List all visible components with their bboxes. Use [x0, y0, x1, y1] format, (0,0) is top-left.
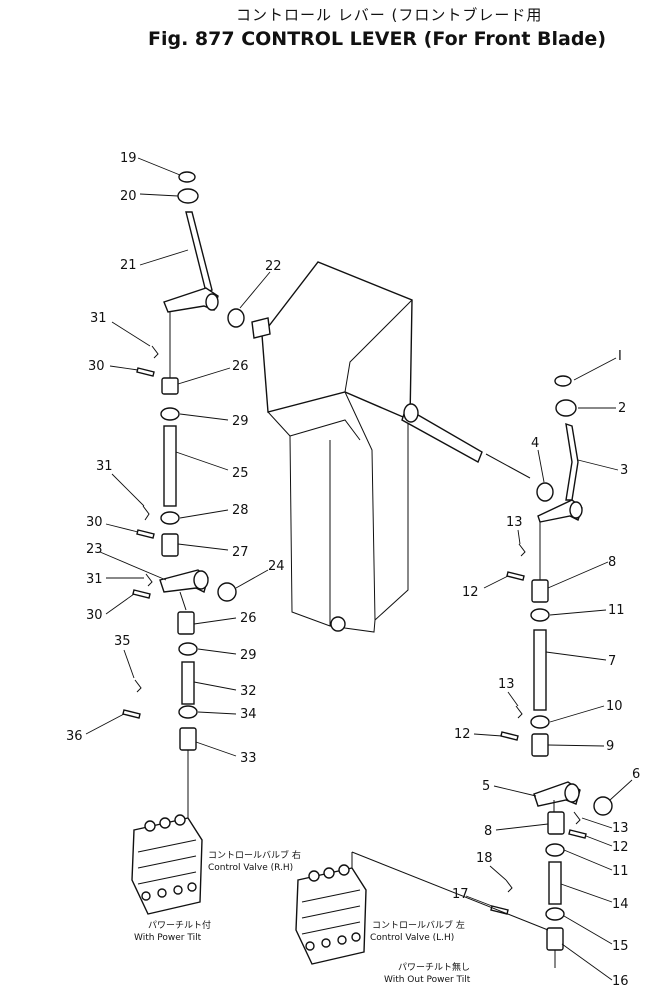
callout-13: 13 [498, 677, 515, 692]
without-power-tilt-en: With Out Power Tilt [384, 975, 471, 985]
callout-19: 19 [120, 151, 137, 166]
callout-35: 35 [114, 634, 131, 649]
callout-16: 16 [612, 974, 629, 988]
callout-34: 34 [240, 707, 257, 722]
callout-5: 5 [482, 779, 490, 794]
callout-28: 28 [232, 503, 249, 518]
valve-text-labels: コントロールバルブ 右 Control Valve (R.H) パワーチルト付 … [134, 849, 471, 985]
console-housing [251, 261, 531, 633]
callout-23: 23 [86, 542, 103, 557]
callout-20: 20 [120, 189, 137, 204]
callout-30: 30 [86, 608, 103, 623]
callout-8: 8 [608, 555, 616, 570]
callout-18: 18 [476, 851, 493, 866]
callout-15: 15 [612, 939, 629, 954]
callout-labels: 19 20 21 22 31 30 26 29 25 31 28 30 27 2… [66, 151, 640, 988]
valve-lh-label-en: Control Valve (L.H) [370, 933, 454, 943]
callout-31: 31 [86, 572, 103, 587]
callout-1: I [618, 349, 622, 364]
with-power-tilt-en: With Power Tilt [134, 933, 202, 943]
callout-8: 8 [484, 824, 492, 839]
callout-10: 10 [606, 699, 623, 714]
callout-30: 30 [86, 515, 103, 530]
callout-36: 36 [66, 729, 83, 744]
callout-29: 29 [232, 414, 249, 429]
callout-27: 27 [232, 545, 249, 560]
callout-12: 12 [462, 585, 479, 600]
callout-9: 9 [606, 739, 614, 754]
callout-24: 24 [268, 559, 285, 574]
control-valve-rh [131, 814, 203, 915]
without-power-tilt-jp: パワーチルト無し [398, 961, 470, 973]
valve-lh-label-jp: コントロールバルブ 左 [372, 919, 465, 931]
leader-lines [85, 157, 633, 981]
left-lever-assembly [122, 171, 245, 820]
control-valve-lh [295, 851, 549, 965]
callout-3: 3 [620, 463, 628, 478]
callout-25: 25 [232, 466, 249, 481]
callout-26: 26 [240, 611, 257, 626]
callout-4: 4 [531, 436, 539, 451]
callout-30: 30 [88, 359, 105, 374]
callout-13: 13 [612, 821, 629, 836]
callout-21: 21 [120, 258, 137, 273]
callout-32: 32 [240, 684, 257, 699]
callout-11: 11 [608, 603, 625, 618]
callout-31: 31 [90, 311, 107, 326]
callout-22: 22 [265, 259, 282, 274]
title-japanese: コントロール レバー (フロントブレード用 [236, 6, 543, 24]
callout-14: 14 [612, 897, 629, 912]
callout-12: 12 [612, 840, 629, 855]
callout-7: 7 [608, 654, 616, 669]
with-power-tilt-jp: パワーチルト付 [148, 920, 211, 931]
callout-29: 29 [240, 648, 257, 663]
callout-31: 31 [96, 459, 113, 474]
callout-11: 11 [612, 864, 629, 879]
callout-6: 6 [632, 767, 640, 782]
callout-17: 17 [452, 887, 469, 902]
title-english: Fig. 877 CONTROL LEVER (For Front Blade) [148, 28, 607, 50]
callout-13: 13 [506, 515, 523, 530]
callout-12: 12 [454, 727, 471, 742]
right-lever-assembly [490, 375, 613, 968]
valve-rh-label-en: Control Valve (R.H) [208, 863, 293, 873]
callout-33: 33 [240, 751, 257, 766]
valve-rh-label-jp: コントロールバルブ 右 [208, 849, 301, 861]
callout-2: 2 [618, 401, 626, 416]
callout-26: 26 [232, 359, 249, 374]
